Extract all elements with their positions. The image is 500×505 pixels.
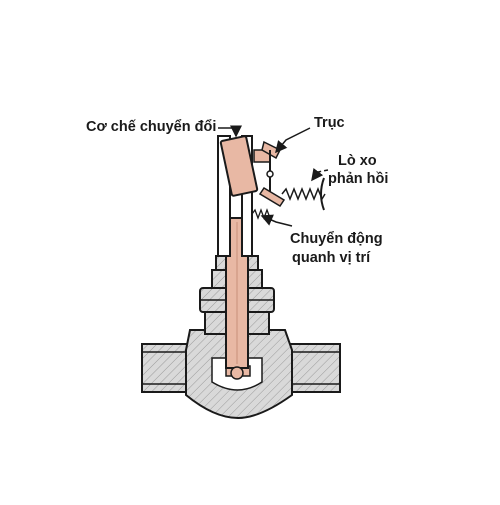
label-switching-mechanism: Cơ chế chuyển đổi xyxy=(86,119,217,135)
lever-arm xyxy=(258,140,286,208)
return-spring xyxy=(281,177,326,211)
label-return-spring-line1: Lò xo xyxy=(338,153,377,169)
label-position-motion-line1: Chuyển động xyxy=(290,231,383,247)
coupling-spring xyxy=(251,208,271,220)
label-position-motion-line2: quanh vị trí xyxy=(292,250,371,266)
label-shaft: Trục xyxy=(314,115,345,131)
valve-body xyxy=(141,329,341,420)
leader-lines xyxy=(218,125,329,227)
label-return-spring-line2: phản hồi xyxy=(328,171,389,187)
